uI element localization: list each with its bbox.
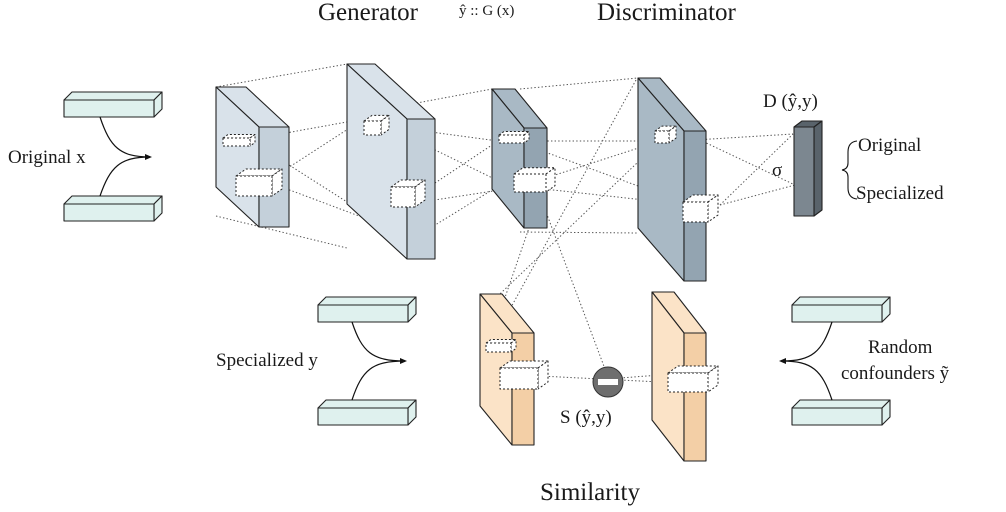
output-bar-side [813,120,823,217]
original-bar-top-front [63,99,155,118]
original-bar-top [63,91,163,118]
specialized-bar-top-top [317,296,417,306]
output-specialized-label: Specialized [856,183,944,204]
gen3-small-cube-front [498,134,525,144]
random-bar-bottom [791,399,891,426]
random-bar-bottom-top [791,399,891,409]
generator-layer-2 [346,63,436,260]
specialized-arrow-lower-branch [351,360,406,401]
connection-line-26 [481,79,637,361]
original-bar-bottom-top [63,195,163,205]
connection-line-20 [699,139,796,186]
generator-title: Generator [318,0,418,26]
original-arrow-lower-branch [99,156,151,197]
connection-line-2 [215,215,348,249]
connection-line-1 [215,63,348,88]
random-arrow-head [779,358,786,364]
gen1-large-cube-side [271,168,283,197]
gen1-large-cube-front [235,175,273,197]
discriminator-title: Discriminator [597,0,736,26]
original-arrow-upper-branch [99,116,151,158]
specialized-bar-bottom-top [317,399,417,409]
gen1-small-cube-front [222,137,251,147]
connection-line-21 [719,133,794,206]
specialized-y-label: Specialized y [216,350,318,371]
gen2-small-cube-front [363,120,382,136]
original-bar-bottom [63,195,163,222]
connection-line-19 [694,133,794,141]
similarity-score-label: S (ŷ,y) [560,407,612,428]
gen1-small-cube-side [249,134,256,147]
similarity-layer-left [479,293,549,446]
connection-line-4 [259,119,363,187]
specialized-arrow-upper-branch [351,321,406,362]
random-bar-top-front [791,304,883,323]
original-x-label: Original x [8,147,86,168]
gen3-large-cube-front [513,173,547,193]
connection-line-13 [519,77,639,90]
original-arrow-head [145,154,152,160]
sim-left-large-cube-front [499,367,539,390]
similarity-layer-right-side [683,332,707,462]
sim-right-cube-front [667,372,709,393]
random-bar-bottom-front [791,407,883,426]
disc-small-cube-top [654,125,677,132]
network-blocks [63,63,891,462]
specialized-bar-top [317,296,417,323]
random-bar-top [791,296,891,323]
specialized-bar-top-front [317,304,409,323]
gen2-large-cube-front [390,186,416,208]
disc-small-cube-front [654,130,670,144]
generator-layer-3 [491,88,556,229]
original-bar-top-top [63,91,163,101]
output-original-label: Original [858,135,922,156]
random-confounders-label-line2: confounders ỹ [841,363,950,384]
sim-left-small-cube-front [485,342,512,353]
original-bar-bottom-front [63,203,155,222]
discriminator-output-label: D (ŷ,y) [763,91,818,112]
connection-line-14 [519,231,639,234]
gen3-small-cube-side [523,131,530,144]
disc-large-cube-side [707,194,719,223]
sigma-label: σ [772,160,783,181]
discriminator-output-bar [793,120,823,217]
similarity-caption: Similarity [540,479,640,506]
minus-operator [592,366,624,398]
connection-line-6 [278,185,384,226]
disc-large-cube-front [682,201,709,223]
similarity-layer-right [651,291,719,462]
specialized-bar-bottom [317,399,417,426]
output-bar-front [793,126,815,217]
connection-line-8 [405,189,493,244]
gen2-small-cube-side [380,114,390,136]
sim-left-large-cube-top [499,360,549,369]
random-arrow-upper-branch [781,321,833,362]
generator-layer-1 [215,86,290,228]
gen2-small-cube-top [363,114,390,122]
generator-equation: ŷ :: G (x) [459,3,515,19]
connection-line-22 [719,184,796,206]
random-confounders-label-line1: Random [868,337,933,358]
minus-operator-bar [598,379,618,385]
random-bar-top-top [791,296,891,306]
specialized-arrow-head [400,358,407,364]
connection-line-7 [405,88,493,106]
output-brace [841,140,858,200]
discriminator-layer [637,77,719,282]
gen2-large-cube-side [414,179,426,208]
specialized-bar-bottom-front [317,407,409,426]
random-arrow-lower-branch [781,360,833,401]
